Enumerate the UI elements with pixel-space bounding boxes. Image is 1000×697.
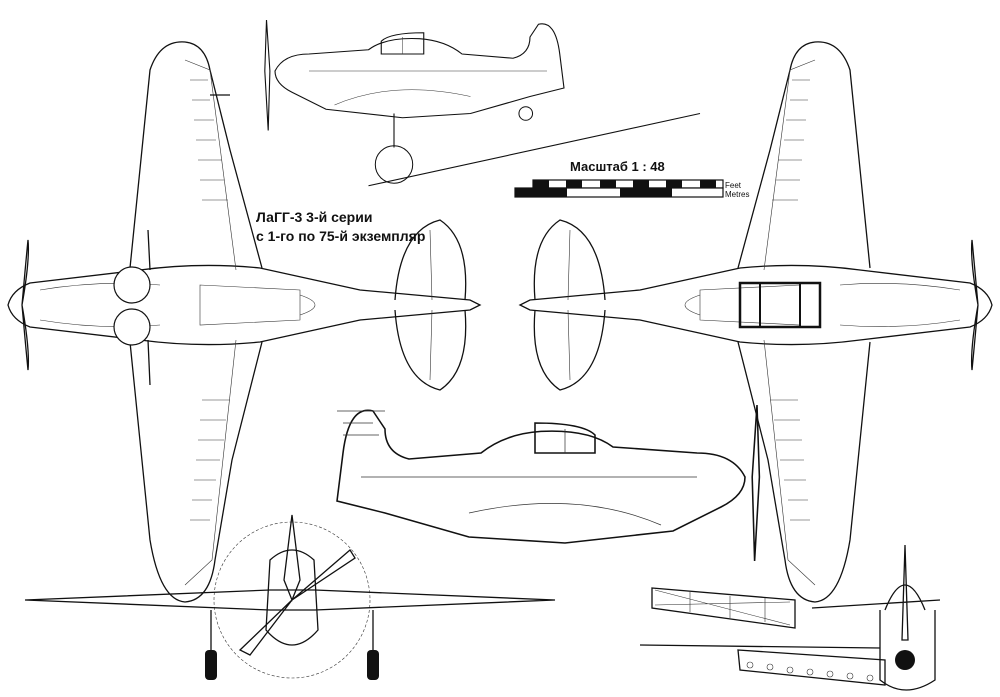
detail-views (639, 544, 941, 691)
scale-metres-label: Metres (725, 190, 750, 199)
wheel-well-left (113, 266, 151, 304)
plan-view-top (519, 41, 993, 603)
front-view (24, 514, 556, 680)
wheel-well-right (113, 308, 151, 346)
scale-bar (514, 179, 724, 198)
drawing-title-line2: с 1-го по 75-й экземпляр (256, 228, 426, 244)
drawing-title-line1: ЛаГГ-3 3-й серии (256, 209, 373, 225)
scale-label: Масштаб 1 : 48 (570, 159, 665, 174)
side-view-right (336, 404, 761, 562)
scale-feet-label: Feet (725, 181, 742, 190)
plan-view-underside (7, 41, 481, 603)
side-view-left (264, 19, 701, 187)
